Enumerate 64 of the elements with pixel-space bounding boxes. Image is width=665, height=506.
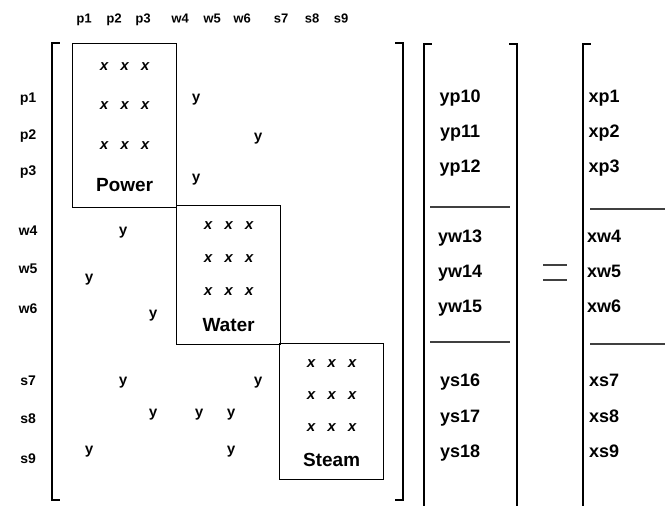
- column-header: p3: [135, 12, 151, 24]
- vector-entry: xw6: [586, 297, 622, 315]
- matrix-entries: x x x: [100, 97, 150, 112]
- matrix-entries: x x x: [306, 354, 356, 370]
- matrix-entry: y: [194, 404, 204, 420]
- vector-entry: xs7: [588, 371, 620, 389]
- vector-entry: xp2: [588, 122, 620, 140]
- block-label: Power: [96, 176, 154, 195]
- matrix-entry: y: [192, 90, 200, 104]
- column-header: p2: [106, 12, 122, 24]
- vector-entry: yw13: [438, 227, 482, 245]
- row-header: s8: [20, 411, 36, 425]
- vector-entry: ys17: [440, 407, 480, 425]
- vector-entry: ys16: [440, 371, 480, 389]
- vector-entry: xs9: [588, 442, 620, 460]
- row-header: p2: [20, 127, 36, 141]
- vector-entry: xw4: [586, 227, 622, 245]
- row-header: p1: [20, 90, 36, 104]
- vector-entry: xs8: [588, 407, 620, 425]
- column-header: w6: [233, 12, 251, 24]
- matrix-entry: y: [226, 404, 236, 420]
- matrix-entries: x x x: [100, 136, 150, 152]
- column-header: s7: [274, 12, 288, 24]
- matrix-entry: y: [84, 270, 94, 284]
- matrix-entry: y: [118, 372, 128, 388]
- row-header: s9: [20, 451, 36, 465]
- vector-entry: yp12: [439, 157, 481, 175]
- column-header: w5: [203, 12, 221, 24]
- vector-entry: yp10: [439, 87, 481, 105]
- matrix-entry: y: [226, 442, 236, 456]
- column-header: s9: [334, 12, 348, 24]
- vector-entry: xp1: [588, 87, 620, 105]
- matrix-entry: y: [192, 170, 200, 184]
- vector-entry: ys18: [440, 442, 480, 460]
- block-label: Steam: [302, 451, 360, 470]
- column-header: s8: [304, 12, 320, 24]
- block-box: [176, 205, 281, 345]
- block-label: Water: [202, 316, 255, 335]
- vector-entry: yp11: [440, 122, 480, 140]
- matrix-entry: y: [148, 404, 158, 420]
- matrix-entry: y: [254, 372, 262, 388]
- column-header: w4: [171, 12, 189, 24]
- row-header: w5: [18, 261, 38, 275]
- vector-entry: xw5: [586, 262, 622, 280]
- matrix-entries: x x x: [204, 283, 254, 298]
- matrix-entry: y: [118, 222, 128, 238]
- row-header: w4: [18, 223, 38, 237]
- vector-entry: xp3: [588, 157, 620, 175]
- matrix-entries: x x x: [306, 419, 356, 434]
- matrix-entries: x x x: [306, 386, 356, 402]
- row-header: p3: [20, 163, 36, 177]
- vector-entry: yw15: [438, 297, 482, 315]
- column-header: p1: [76, 12, 92, 24]
- matrix-entry: y: [84, 442, 94, 456]
- block-box: [72, 43, 177, 208]
- matrix-entry: y: [254, 128, 262, 144]
- row-header: w6: [18, 301, 38, 315]
- matrix-entries: x x x: [100, 58, 150, 74]
- vector-entry: yw14: [438, 262, 482, 280]
- matrix-entries: x x x: [204, 217, 254, 232]
- matrix-entry: y: [148, 306, 158, 320]
- matrix-entries: x x x: [204, 250, 254, 265]
- block-box: [279, 343, 384, 480]
- row-header: s7: [20, 373, 36, 387]
